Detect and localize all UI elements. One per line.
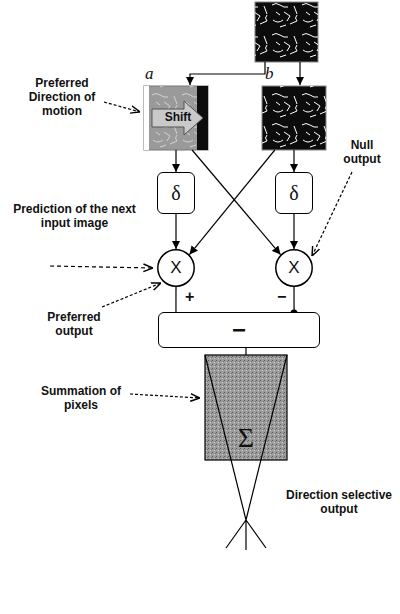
delay-box: δ [157, 172, 195, 214]
multiplier-circle: X [275, 249, 313, 287]
connector [175, 287, 176, 312]
delay-symbol: δ [289, 182, 298, 205]
delay-box: δ [275, 172, 313, 214]
current-image: b [262, 64, 326, 150]
input-image [255, 2, 318, 62]
edge-sign: + [184, 289, 195, 305]
image-letter: b [265, 64, 274, 84]
connector [192, 150, 280, 255]
callout-label: Preferred Direction of motion [20, 76, 104, 118]
sum-symbol: Σ [205, 422, 287, 454]
shifted-image [144, 86, 208, 150]
summation-box: Σ [205, 355, 287, 460]
input-wire [299, 62, 300, 85]
image-letter: a [145, 64, 154, 84]
delay-symbol: δ [171, 182, 180, 205]
subtract-symbol: − [232, 316, 246, 344]
connector [189, 150, 274, 255]
callout-arrow [130, 394, 200, 398]
connector [293, 214, 294, 249]
callout-label: Null output [332, 138, 392, 166]
connector [293, 287, 294, 312]
callout-arrow [104, 102, 140, 112]
connector [245, 348, 246, 355]
callout-label: Prediction of the next input image [2, 202, 147, 230]
circle-outline [275, 249, 313, 287]
multiplier-circle: X [157, 249, 195, 287]
callout-label: Preferred output [38, 310, 110, 338]
callout-label: Direction selective output [283, 488, 395, 516]
circle-outline [276, 250, 312, 286]
multiply-symbol: X [288, 258, 299, 278]
callout-arrow [312, 172, 352, 256]
connector [175, 150, 176, 172]
input-wire [190, 62, 265, 85]
connector [175, 214, 176, 249]
current-image [262, 86, 326, 150]
subtract-box: − [158, 312, 320, 348]
shifted-image: aShift [141, 64, 211, 150]
multiply-symbol: X [170, 258, 181, 278]
connector [293, 150, 294, 172]
callout-arrow [50, 266, 153, 268]
summation-figure [205, 355, 287, 550]
circle-outline [158, 250, 194, 286]
callout-label: Summation of pixels [35, 384, 127, 412]
shift-label: Shift [149, 111, 207, 125]
callout-arrow [102, 283, 161, 307]
edge-sign: − [276, 289, 287, 305]
circle-outline [157, 249, 195, 287]
